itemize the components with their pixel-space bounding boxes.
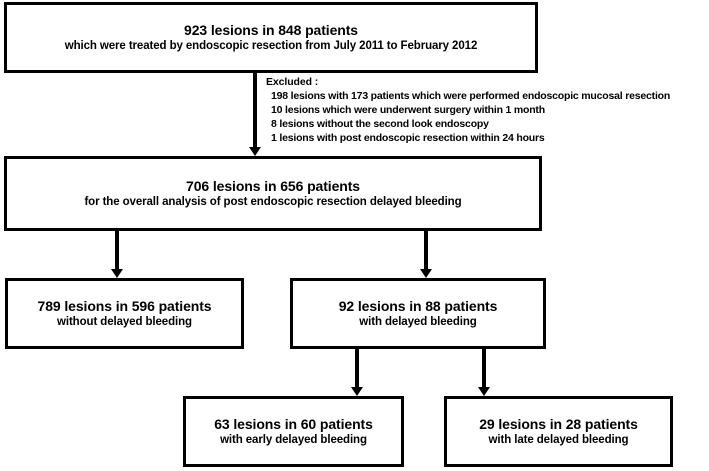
arrow-overall-to-delayed-bleeding bbox=[420, 231, 432, 278]
box-early-delayed-bleeding: 63 lesions in 60 patients with early del… bbox=[183, 396, 404, 467]
box-without-delayed-bleeding-primary-text: 789 lesions in 596 patients bbox=[37, 297, 212, 314]
arrow-overall-to-no-delayed-bleeding bbox=[111, 231, 123, 278]
arrow-head-down-icon bbox=[249, 147, 261, 156]
exclusion-item-4: 1 lesions with post endoscopic resection… bbox=[271, 132, 545, 144]
arrow-delayed-bleeding-to-early bbox=[351, 349, 363, 396]
box-late-delayed-bleeding-primary-text: 29 lesions in 28 patients bbox=[479, 415, 638, 432]
exclusion-item-3: 8 lesions without the second look endosc… bbox=[271, 118, 489, 130]
arrow-stem bbox=[115, 231, 119, 269]
arrow-head-down-icon bbox=[351, 387, 363, 396]
box-overall-primary-text: 706 lesions in 656 patients bbox=[186, 177, 360, 194]
exclusion-item-1: 198 lesions with 173 patients which were… bbox=[271, 90, 671, 102]
box-with-delayed-bleeding-primary-text: 92 lesions in 88 patients bbox=[338, 297, 498, 314]
arrow-stem bbox=[424, 231, 428, 269]
exclusion-heading: Excluded : bbox=[266, 76, 319, 88]
arrow-stem bbox=[253, 73, 257, 147]
box-enrolled-lesions: 923 lesions in 848 patients which were t… bbox=[4, 2, 538, 73]
box-overall-analysis: 706 lesions in 656 patients for the over… bbox=[4, 156, 542, 231]
box-without-delayed-bleeding-secondary-text: without delayed bleeding bbox=[57, 315, 192, 328]
box-late-delayed-bleeding: 29 lesions in 28 patients with late dela… bbox=[444, 396, 673, 467]
box-late-delayed-bleeding-secondary-text: with late delayed bleeding bbox=[488, 433, 629, 446]
box-early-delayed-bleeding-primary-text: 63 lesions in 60 patients bbox=[214, 415, 373, 432]
box-enrolled-secondary-text: which were treated by endoscopic resecti… bbox=[64, 39, 478, 52]
box-with-delayed-bleeding: 92 lesions in 88 patients with delayed b… bbox=[290, 278, 546, 349]
exclusion-annotation: Excluded : 198 lesions with 173 patients… bbox=[266, 75, 709, 145]
box-enrolled-primary-text: 923 lesions in 848 patients bbox=[184, 21, 358, 38]
arrow-head-down-icon bbox=[478, 387, 490, 396]
arrow-stem bbox=[482, 349, 486, 387]
exclusion-item-2: 10 lesions which were underwent surgery … bbox=[271, 104, 545, 116]
arrow-stem bbox=[355, 349, 359, 387]
arrow-head-down-icon bbox=[420, 269, 432, 278]
arrow-enrolled-to-overall bbox=[249, 73, 261, 156]
box-early-delayed-bleeding-secondary-text: with early delayed bleeding bbox=[220, 433, 367, 446]
arrow-head-down-icon bbox=[111, 269, 123, 278]
box-overall-secondary-text: for the overall analysis of post endosco… bbox=[84, 195, 462, 208]
box-with-delayed-bleeding-secondary-text: with delayed bleeding bbox=[359, 315, 477, 328]
arrow-delayed-bleeding-to-late bbox=[478, 349, 490, 396]
box-without-delayed-bleeding: 789 lesions in 596 patients without dela… bbox=[5, 278, 244, 349]
